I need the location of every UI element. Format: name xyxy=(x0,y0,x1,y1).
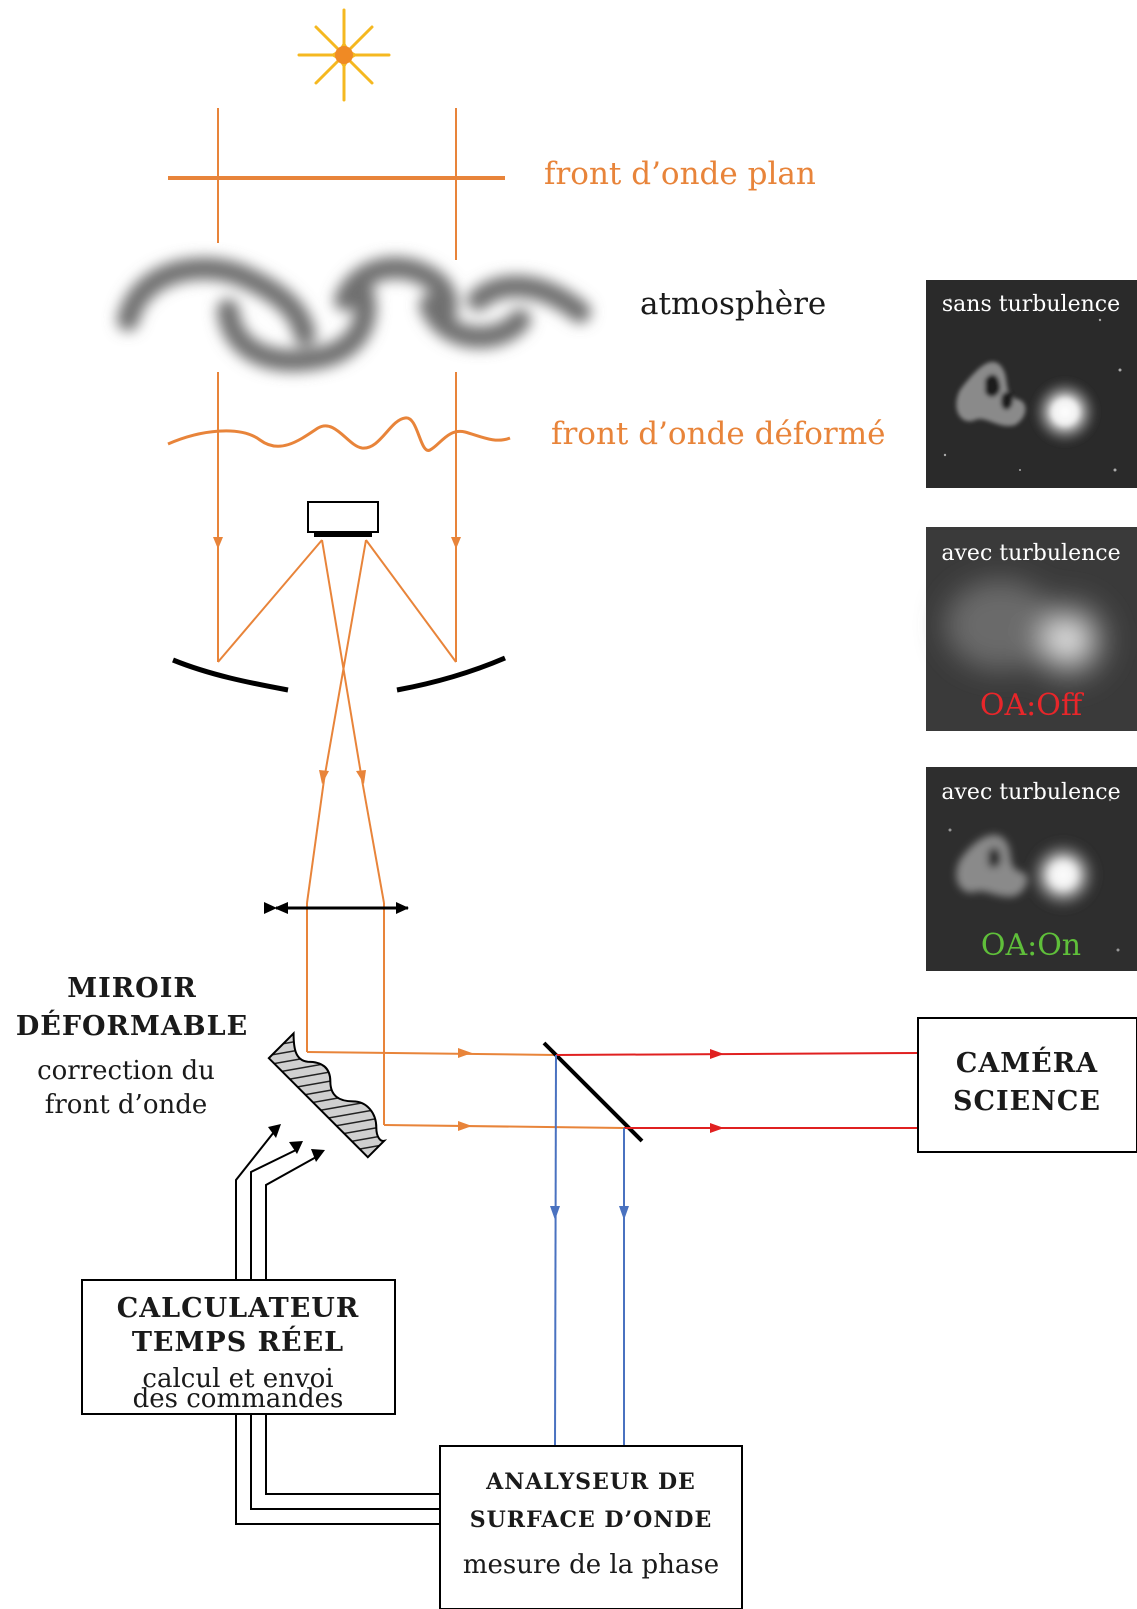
science-camera-title-1: CAMÉRA xyxy=(956,1046,1098,1079)
image-panel-sans-turbulence: sans turbulence xyxy=(926,280,1137,488)
feedback-wires xyxy=(235,1414,440,1525)
wfs-box: ANALYSEUR DE SURFACE D’ONDE mesure de la… xyxy=(439,1445,743,1609)
dm-title-1: MIROIR xyxy=(67,973,197,1004)
dm-desc-1: correction du xyxy=(37,1056,215,1086)
rtc-desc-1: calcul et envoi xyxy=(142,1364,333,1394)
oa-on-status: OA:On xyxy=(981,928,1081,963)
image-caption-1: sans turbulence xyxy=(942,292,1120,317)
image-panel-avec-turbulence-on: avec turbulence OA:On xyxy=(926,767,1137,971)
science-beams xyxy=(555,1052,919,1129)
image-panel-avec-turbulence-off: avec turbulence OA:Off xyxy=(926,527,1137,731)
reflected-rays xyxy=(217,539,457,1125)
image-caption-2: avec turbulence xyxy=(941,541,1120,566)
wfs-title-1: ANALYSEUR DE xyxy=(485,1469,696,1495)
collimated-arrows xyxy=(458,1048,472,1131)
wfs-arrows xyxy=(550,1206,629,1220)
converging-arrows xyxy=(319,770,366,784)
incoming-beams xyxy=(217,108,457,662)
primary-mirror xyxy=(172,655,506,693)
wfs-title-2: SURFACE D’ONDE xyxy=(470,1507,713,1533)
science-camera-box: CAMÉRA SCIENCE xyxy=(917,1017,1137,1153)
atmosphere-label: atmosphère xyxy=(640,286,826,322)
deformable-mirror xyxy=(267,1031,388,1159)
wfs-desc-1: mesure de la phase xyxy=(463,1550,719,1580)
dm-desc-2: front d’onde xyxy=(45,1090,208,1120)
collimated-beams xyxy=(306,1051,625,1129)
atmosphere-turbulence-icon xyxy=(117,256,591,372)
distorted-wavefront-label: front d’onde déformé xyxy=(551,416,886,452)
beam-arrows-down xyxy=(213,537,461,549)
plane-wavefront-label: front d’onde plan xyxy=(544,156,816,192)
rtc-box: CALCULATEUR TEMPS RÉEL calcul et envoi d… xyxy=(81,1279,396,1415)
rtc-desc-2: des commandes xyxy=(133,1384,344,1414)
command-arrows xyxy=(268,1124,325,1162)
rtc-title-2: TEMPS RÉEL xyxy=(132,1325,344,1358)
dm-title-2: DÉFORMABLE xyxy=(16,1009,248,1042)
oa-off-status: OA:Off xyxy=(980,688,1085,723)
rtc-title-1: CALCULATEUR xyxy=(117,1293,360,1324)
command-wires xyxy=(235,1131,319,1280)
sun-icon xyxy=(297,8,391,102)
wfs-beams xyxy=(554,1054,625,1447)
distorted-wavefront xyxy=(167,416,511,452)
secondary-mirror xyxy=(307,501,379,537)
beamsplitter xyxy=(542,1041,644,1143)
science-camera-title-2: SCIENCE xyxy=(953,1086,1101,1117)
science-arrows xyxy=(710,1049,724,1133)
image-caption-3: avec turbulence xyxy=(941,780,1120,805)
